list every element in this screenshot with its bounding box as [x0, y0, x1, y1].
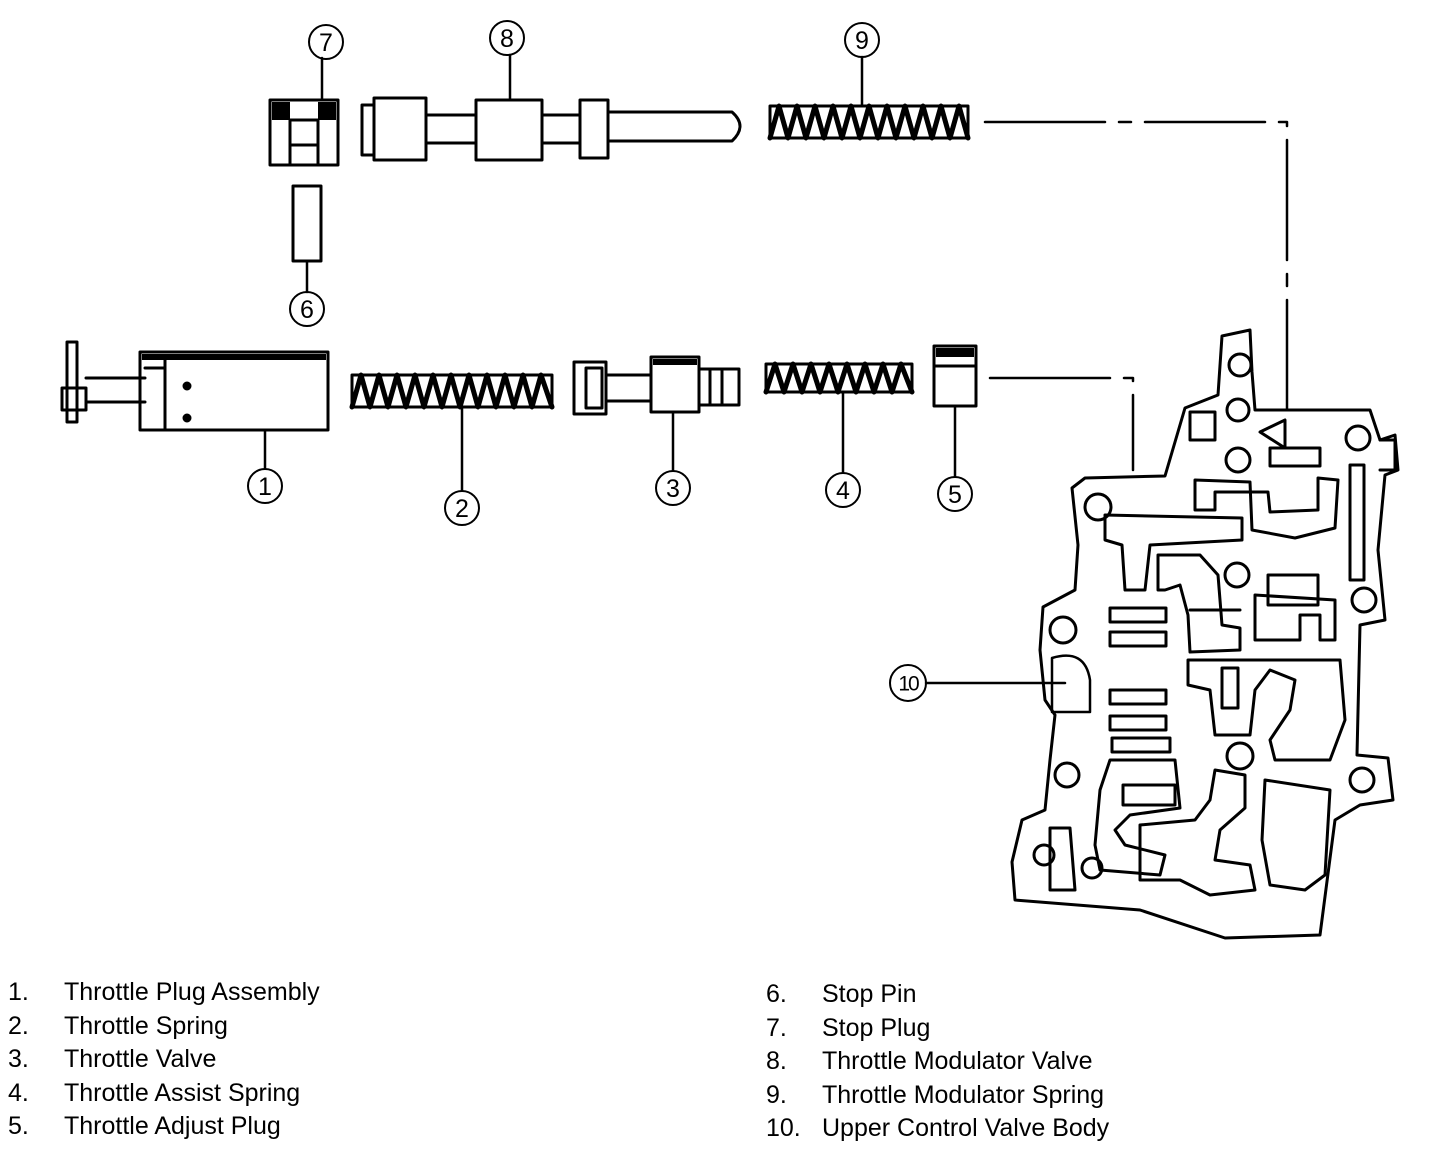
throttle-spring-part [349, 372, 555, 410]
callout-6: 6 [300, 296, 314, 324]
throttle-modulator-valve-part [360, 96, 742, 162]
callout-7: 7 [319, 29, 333, 57]
callout-10: 10 [898, 673, 919, 696]
legend-number: 9. [766, 1080, 787, 1109]
legend-number: 8. [766, 1047, 787, 1075]
callout-5: 5 [948, 481, 962, 509]
upper-control-valve-body-part [1010, 328, 1400, 940]
legend-left: 1. Throttle Plug Assembly 2. Throttle Sp… [8, 976, 320, 1144]
callout-9: 9 [855, 27, 869, 55]
legend-item: 7. Stop Plug [766, 1012, 1109, 1046]
callout-circles [247, 20, 973, 702]
legend-label: Throttle Spring [64, 1011, 228, 1040]
legend-label: Throttle Adjust Plug [64, 1112, 281, 1140]
callout-1: 1 [258, 473, 272, 501]
legend-number: 1. [8, 978, 29, 1006]
legend-label: Throttle Assist Spring [64, 1078, 301, 1107]
legend-item: 8. Throttle Modulator Valve [766, 1045, 1109, 1079]
legend-label: Throttle Modulator Valve [822, 1047, 1093, 1075]
callout-8: 8 [500, 25, 514, 53]
legend-item: 5. Throttle Adjust Plug [8, 1110, 320, 1144]
legend-number: 2. [8, 1011, 29, 1040]
legend-label: Upper Control Valve Body [822, 1114, 1110, 1142]
throttle-modulator-spring-part [767, 103, 971, 141]
legend-item: 6. Stop Pin [766, 978, 1109, 1012]
leader-lines [263, 53, 1067, 685]
legend-label: Throttle Modulator Spring [822, 1080, 1105, 1109]
legend-right: 6. Stop Pin 7. Stop Plug 8. Throttle Mod… [766, 978, 1109, 1146]
callout-4: 4 [836, 477, 850, 505]
throttle-plug-assembly-part [60, 340, 330, 432]
legend-item: 1. Throttle Plug Assembly [8, 976, 320, 1010]
callout-3: 3 [666, 475, 680, 503]
legend-number: 4. [8, 1078, 29, 1107]
legend-number: 6. [766, 980, 787, 1008]
legend-item: 3. Throttle Valve [8, 1043, 320, 1077]
legend-label: Throttle Valve [64, 1045, 217, 1073]
legend-label: Stop Pin [822, 980, 917, 1008]
legend-label: Throttle Plug Assembly [64, 978, 320, 1006]
legend-number: 7. [766, 1013, 787, 1042]
legend-number: 10. [766, 1114, 801, 1142]
legend-item: 2. Throttle Spring [8, 1010, 320, 1044]
legend-number: 5. [8, 1112, 29, 1140]
throttle-adjust-plug-part [932, 344, 978, 408]
stop-pin-part [291, 184, 323, 263]
alignment-lines [983, 120, 1289, 472]
legend-item: 10. Upper Control Valve Body [766, 1112, 1109, 1146]
legend-number: 3. [8, 1045, 29, 1073]
throttle-assist-spring-part [763, 361, 915, 395]
legend-label: Stop Plug [822, 1013, 931, 1042]
throttle-valve-part [572, 355, 741, 416]
legend-item: 9. Throttle Modulator Spring [766, 1079, 1109, 1113]
stop-plug-part [268, 98, 340, 167]
callout-2: 2 [455, 495, 469, 523]
legend-item: 4. Throttle Assist Spring [8, 1077, 320, 1111]
